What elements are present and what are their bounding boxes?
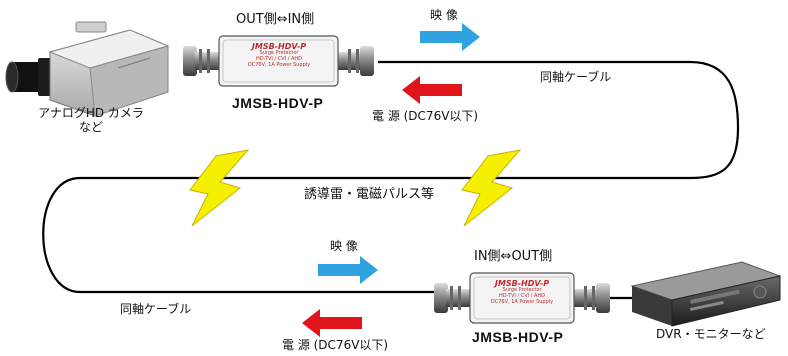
top-power-arrow-icon <box>402 76 462 104</box>
bottom-power-label: 電 源 (DC76V以下) <box>282 338 389 352</box>
top-device-sub2: HD-TVI / CVI / AHD <box>255 55 303 62</box>
surge-label: 誘導雷・電磁パルス等 <box>304 187 435 202</box>
camera-label: アナログHD カメラ など <box>26 106 156 135</box>
bottom-video-arrow-icon <box>318 256 378 284</box>
bottom-device-sub3: DC76V, 1A Power Supply <box>490 298 554 305</box>
top-device-sub1: Surge Protector <box>259 50 299 57</box>
bottom-model-label: JMSB-HDV-P <box>472 329 564 345</box>
bottom-coax-label: 同軸ケーブル <box>120 302 192 316</box>
top-video-arrow-icon <box>420 23 480 51</box>
top-protector <box>183 35 374 87</box>
top-port-label: OUT側⇔IN側 <box>236 12 315 27</box>
bottom-device-sub1: Surge Protector <box>502 287 542 294</box>
bottom-power-arrow-icon <box>302 309 362 337</box>
bottom-video-label: 映 像 <box>330 239 358 253</box>
dvr-label: DVR・モニターなど <box>656 327 766 341</box>
bottom-port-label: IN側⇔OUT側 <box>474 249 553 264</box>
top-device-label: JMSB-HDV-P Surge Protector HD-TVI / CVI … <box>224 42 334 68</box>
camera-label-line1: アナログHD カメラ <box>38 106 144 120</box>
bottom-device-title: JMSB-HDV-P <box>494 279 550 288</box>
top-coax-label: 同軸ケーブル <box>540 70 612 84</box>
top-power-label: 電 源 (DC76V以下) <box>372 109 479 123</box>
camera-image <box>5 21 170 117</box>
top-device-sub3: DC76V, 1A Power Supply <box>247 61 311 68</box>
bottom-device-label: JMSB-HDV-P Surge Protector HD-TVI / CVI … <box>474 279 570 305</box>
camera-label-line2: など <box>78 119 103 134</box>
dvr-image <box>630 261 782 327</box>
lightning-right-icon <box>461 149 522 227</box>
lightning-left-icon <box>189 149 250 227</box>
coax-cable <box>42 60 740 294</box>
top-device-title: JMSB-HDV-P <box>251 42 307 51</box>
top-model-label: JMSB-HDV-P <box>232 95 324 111</box>
top-video-label: 映 像 <box>430 8 458 22</box>
bottom-device-sub2: HD-TVI / CVI / AHD <box>498 292 546 299</box>
bottom-protector <box>434 272 610 324</box>
